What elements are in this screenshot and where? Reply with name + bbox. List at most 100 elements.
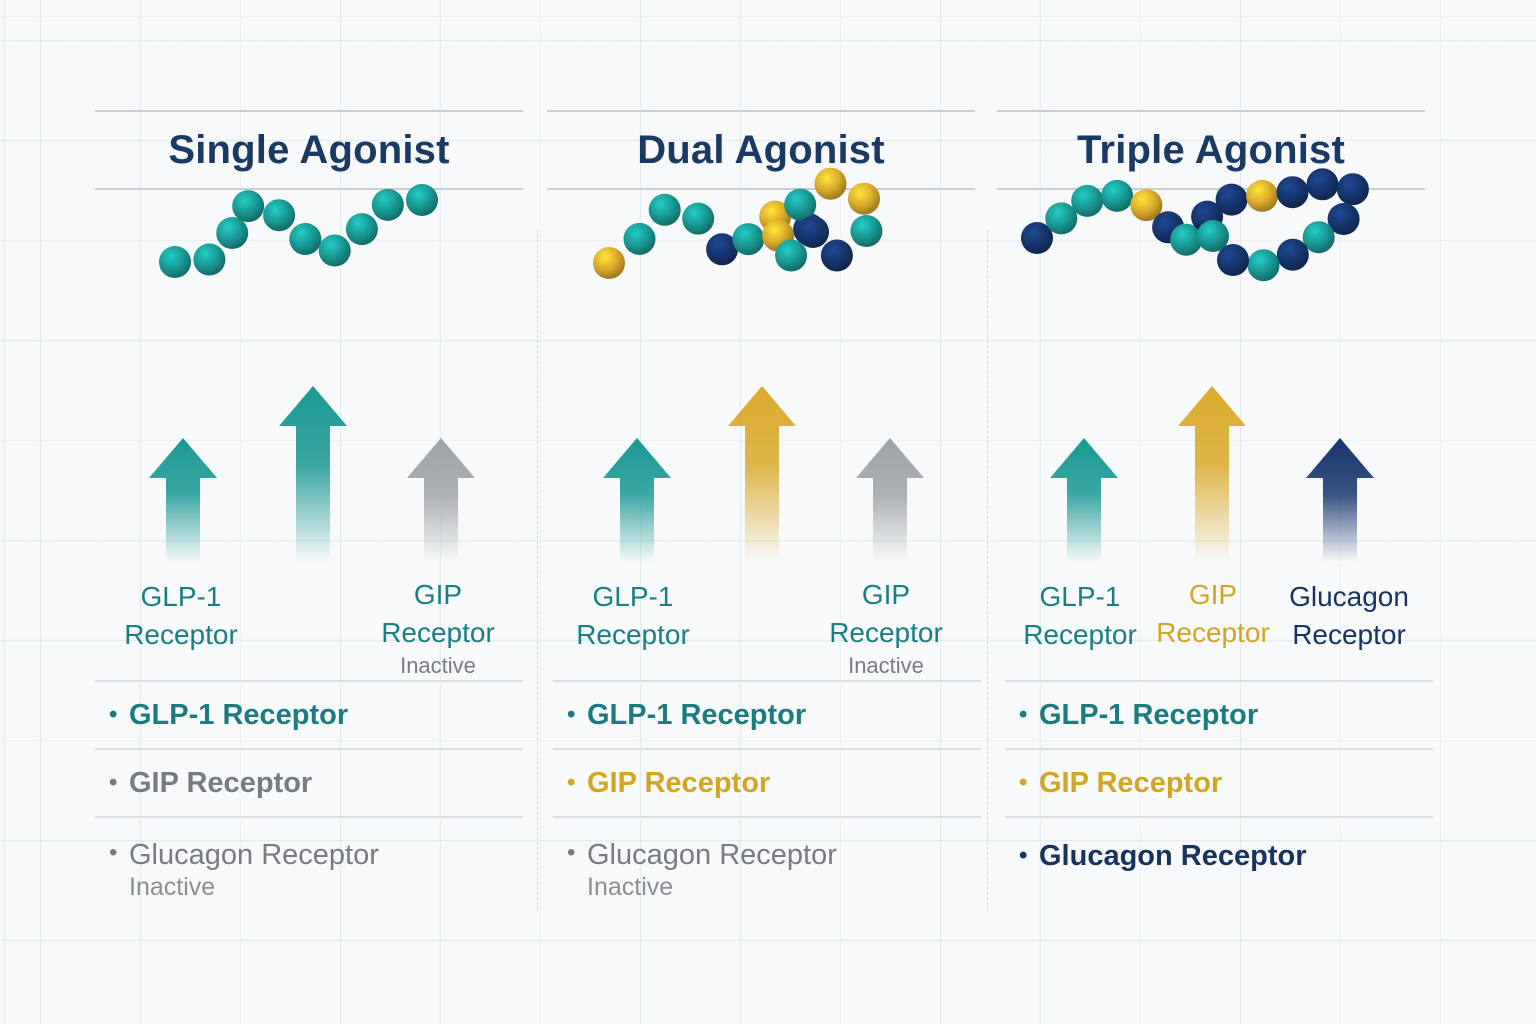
receptor-label-3: Glucagon Receptor — [1269, 578, 1429, 654]
peptide-bead — [1045, 202, 1078, 235]
peptide-bead — [784, 188, 817, 221]
peptide-bead — [593, 247, 625, 279]
bullet: • — [1019, 769, 1028, 796]
list-item-status: Inactive — [587, 873, 674, 901]
list-divider — [1005, 816, 1433, 818]
peptide-bead — [682, 202, 715, 235]
bullet: • — [567, 769, 576, 796]
peptide-bead — [1276, 238, 1309, 271]
list-item-glp1: • GLP-1 Receptor — [1005, 682, 1433, 748]
panel-title: Triple Agonist — [1077, 127, 1345, 172]
bullet: • — [109, 839, 118, 866]
bullet: • — [109, 701, 118, 728]
panel-dual-agonist: Dual Agonist GLP-1 Receptor GIP Receptor… — [547, 110, 981, 930]
list-divider — [553, 816, 981, 818]
list-divider — [1005, 748, 1433, 750]
receptor-list: • GLP-1 Receptor • GIP Receptor • Glucag… — [1005, 680, 1433, 894]
peptide-bead — [193, 243, 226, 276]
list-item-gip: • GIP Receptor — [553, 750, 981, 816]
receptor-arrow-3 — [1306, 438, 1374, 562]
list-item-label: Glucagon Receptor — [587, 839, 837, 871]
panel-header: Dual Agonist — [547, 110, 975, 190]
peptide-bead — [1170, 223, 1203, 256]
list-divider — [553, 748, 981, 750]
peptide-bead — [216, 217, 249, 249]
peptide-bead — [1247, 249, 1280, 282]
list-item-label: Glucagon Receptor — [129, 839, 379, 871]
panel-single-agonist: Single Agonist GLP-1 Receptor GIP Recept… — [95, 110, 523, 930]
arrow-shape — [728, 386, 796, 562]
peptide-chain — [1021, 168, 1369, 282]
peptide-bead — [345, 213, 378, 246]
arrow-shape — [149, 438, 217, 562]
list-item-label: GIP Receptor — [587, 767, 771, 799]
peptide-bead — [1197, 220, 1229, 252]
arrow-shape — [1306, 438, 1374, 562]
list-divider — [1005, 680, 1433, 682]
list-item-label: Glucagon Receptor — [1039, 840, 1307, 872]
peptide-bead — [850, 215, 883, 247]
receptor-label-line2: Receptor — [576, 619, 690, 650]
arrow-shape — [407, 438, 475, 562]
peptide-bead — [775, 239, 808, 272]
receptor-label-3: GIP Receptor Inactive — [358, 576, 518, 680]
peptide-bead — [1306, 168, 1339, 201]
receptor-label-line2: Receptor — [381, 617, 495, 648]
list-item-glucagon: • Glucagon Receptor Inactive — [553, 818, 981, 904]
bullet: • — [1019, 842, 1028, 869]
peptide-bead — [1336, 173, 1369, 206]
peptide-chain — [593, 167, 883, 279]
receptor-arrow-2 — [728, 386, 796, 562]
peptide-bead — [406, 184, 438, 216]
peptide-bead — [814, 167, 847, 200]
peptide-bead — [232, 190, 265, 223]
receptor-label-line1: GLP-1 — [592, 581, 674, 612]
peptide-bead — [371, 188, 404, 221]
list-item-label: GIP Receptor — [1039, 767, 1223, 799]
arrow-shape — [1050, 438, 1118, 562]
peptide-bead — [706, 233, 739, 266]
peptide-bead — [263, 199, 296, 232]
panel-header: Triple Agonist — [997, 110, 1425, 190]
list-divider — [553, 680, 981, 682]
arrow-shape — [1178, 386, 1246, 562]
peptide-bead — [797, 216, 829, 248]
peptide-bead — [820, 239, 853, 272]
bullet: • — [1019, 701, 1028, 728]
peptide-bead — [1071, 184, 1104, 217]
receptor-label-line1: GLP-1 — [1039, 581, 1121, 612]
bullet: • — [567, 701, 576, 728]
list-divider — [95, 680, 523, 682]
list-item-gip: • GIP Receptor — [1005, 750, 1433, 816]
receptor-list: • GLP-1 Receptor • GIP Receptor • Glucag… — [553, 680, 981, 904]
peptide-bead — [648, 193, 681, 226]
list-item-glp1: • GLP-1 Receptor — [553, 682, 981, 748]
receptor-label-line2: Receptor — [1023, 619, 1137, 650]
peptide-bead — [1101, 179, 1134, 212]
receptor-arrow-1 — [1050, 438, 1118, 562]
list-divider — [95, 816, 523, 818]
receptor-arrow-3 — [407, 438, 475, 562]
panel-title: Dual Agonist — [637, 127, 885, 172]
receptor-arrow-1 — [603, 438, 671, 562]
list-item-glucagon: • Glucagon Receptor Inactive — [95, 818, 523, 904]
receptor-label-line1: GIP — [413, 579, 463, 610]
list-item-glucagon: • Glucagon Receptor — [1005, 818, 1433, 894]
arrow-shape — [603, 438, 671, 562]
list-item-label: GLP-1 Receptor — [1039, 699, 1259, 731]
receptor-label-1: GLP-1 Receptor — [553, 578, 713, 654]
receptor-arrow-3 — [856, 438, 924, 562]
peptide-bead — [1217, 244, 1249, 276]
receptor-label-line1: GIP — [861, 579, 911, 610]
peptide-bead — [1276, 176, 1309, 209]
peptide-bead — [1130, 189, 1163, 222]
list-item-label: GLP-1 Receptor — [587, 699, 807, 731]
peptide-bead — [1021, 222, 1053, 254]
arrow-shape — [279, 386, 347, 562]
panel-triple-agonist: Triple Agonist GLP-1 Receptor GIP Recept… — [997, 110, 1433, 930]
peptide-bead — [159, 246, 191, 278]
peptide-bead — [1246, 179, 1279, 212]
bullet: • — [109, 769, 118, 796]
receptor-label-line2: Receptor — [1292, 619, 1406, 650]
panel-header: Single Agonist — [95, 110, 523, 190]
